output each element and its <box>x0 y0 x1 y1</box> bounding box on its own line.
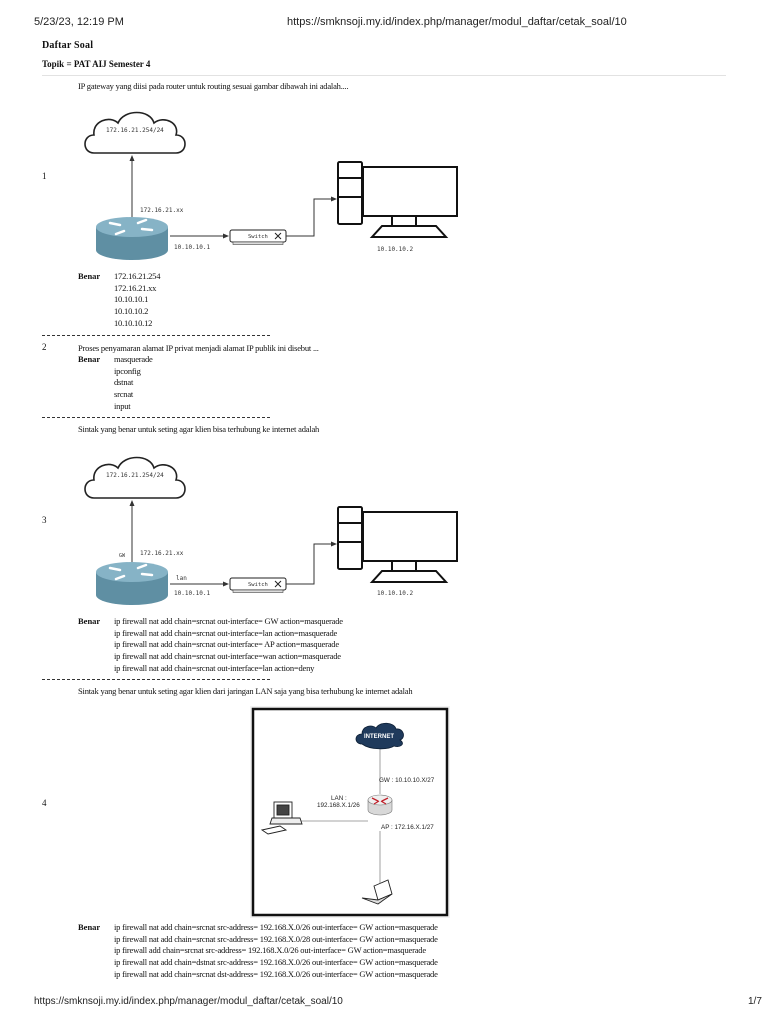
pc-ip-label: 10.10.10.2 <box>377 246 414 253</box>
arrow-right-icon <box>223 581 229 587</box>
arrow-right-icon <box>331 541 337 547</box>
arrow-right-icon <box>331 196 337 202</box>
laptop-icon <box>361 879 393 905</box>
cloud-icon <box>84 456 186 499</box>
pc-ip-label: 10.10.10.2 <box>377 590 414 597</box>
ap-label: AP : 172.16.X.1/27 <box>381 824 434 831</box>
arrow-up-icon <box>129 500 135 506</box>
lan-label-line1: LAN : <box>331 795 347 802</box>
arrow-right-icon <box>223 233 229 239</box>
header-divider <box>42 75 726 76</box>
answer-option: masquerade <box>114 354 153 364</box>
desktop-computer-icon <box>337 161 458 238</box>
answer-option: ip firewall nat add chain=srcnat out-int… <box>114 616 343 626</box>
cloud-label: 172.16.21.254/24 <box>106 472 164 479</box>
print-url-footer: https://smknsoji.my.id/index.php/manager… <box>34 996 343 1007</box>
document-title: Daftar Soal <box>42 40 94 51</box>
answer-option: ip firewall nat add chain=srcnat out-int… <box>114 651 341 662</box>
cloud-icon <box>84 111 186 154</box>
correct-label: Benar <box>78 616 101 626</box>
pc-link-line <box>286 198 333 237</box>
answer-option: ip firewall nat add chain=srcnat src-add… <box>114 933 438 944</box>
question-separator <box>42 679 270 680</box>
correct-label: Benar <box>78 271 101 281</box>
answer-option: ipconfig <box>114 365 141 376</box>
answer-option: dstnat <box>114 377 134 388</box>
page-number: 1/7 <box>748 996 762 1007</box>
question-separator <box>42 417 270 418</box>
print-url-header: https://smknsoji.my.id/index.php/manager… <box>287 16 627 28</box>
cloud-label: 172.16.21.254/24 <box>106 127 164 134</box>
question-number: 3 <box>42 515 47 525</box>
switch-label: Switch <box>248 582 268 588</box>
switch-icon <box>229 577 287 593</box>
question-separator <box>42 335 270 336</box>
answer-option: ip firewall nat add chain=dstnat src-add… <box>114 957 438 968</box>
question-number: 4 <box>42 798 47 808</box>
desktop-computer-icon <box>260 801 303 835</box>
internet-label: INTERNET <box>364 734 394 740</box>
answer-option: 10.10.10.1 <box>114 294 149 305</box>
router-icon <box>96 562 168 605</box>
switch-label: Switch <box>248 234 268 240</box>
network-diagram: 172.16.21.254/24 GW 172.16.21.xx lan 10.… <box>84 456 458 605</box>
arrow-up-icon <box>129 155 135 161</box>
answer-option: 10.10.10.2 <box>114 306 149 317</box>
question-text: IP gateway yang diisi pada router untuk … <box>78 81 349 91</box>
switch-icon <box>229 229 287 245</box>
wan-ip-label: 172.16.21.xx <box>140 550 184 557</box>
network-topology-diagram: INTERNET GW : 10.10.10.X/27 LAN : 192.16… <box>251 707 449 917</box>
answer-options: 172.16.21.254 172.16.21.xx 10.10.10.1 10… <box>114 271 160 330</box>
answer-option: ip firewall nat add chain=srcnat src-add… <box>114 922 438 932</box>
question-text: Proses penyamaran alamat IP privat menja… <box>78 343 319 353</box>
pc-link-line <box>286 543 333 585</box>
question-text: Sintak yang benar untuk seting agar klie… <box>78 424 320 434</box>
wan-interface-label: GW <box>119 553 126 559</box>
question-number: 2 <box>42 342 47 352</box>
internet-cloud-icon <box>355 722 404 750</box>
answer-option: 172.16.21.xx <box>114 282 157 293</box>
lan-label-line2: 192.168.X.1/26 <box>317 802 360 809</box>
question-number: 1 <box>42 171 47 181</box>
answer-option: ip firewall add chain=srcnat src-address… <box>114 945 426 956</box>
answer-options: ip firewall nat add chain=srcnat out-int… <box>114 616 343 675</box>
answer-option: 10.10.10.12 <box>114 317 153 328</box>
answer-options: masquerade ipconfig dstnat srcnat input <box>114 354 153 413</box>
print-datetime: 5/23/23, 12:19 PM <box>34 16 124 28</box>
question-text: Sintak yang benar untuk seting agar klie… <box>78 686 413 696</box>
correct-label: Benar <box>78 922 101 932</box>
lan-ip-label: 10.10.10.1 <box>174 244 211 251</box>
gw-label: GW : 10.10.10.X/27 <box>379 777 435 784</box>
network-topology-image: INTERNET GW : 10.10.10.X/27 LAN : 192.16… <box>250 706 450 918</box>
answer-option: ip firewall nat add chain=srcnat out-int… <box>114 639 339 650</box>
lan-ip-label: 10.10.10.1 <box>174 590 211 597</box>
correct-label: Benar <box>78 354 101 364</box>
answer-option: srcnat <box>114 389 134 400</box>
answer-option: ip firewall nat add chain=srcnat dst-add… <box>114 968 438 979</box>
router-icon <box>367 794 393 816</box>
lan-interface-label: lan <box>176 575 187 582</box>
document-topic: Topik = PAT AIJ Semester 4 <box>42 59 151 69</box>
answer-option: ip firewall nat add chain=srcnat out-int… <box>114 662 315 673</box>
answer-option: 172.16.21.254 <box>114 271 161 281</box>
answer-option: ip firewall nat add chain=srcnat out-int… <box>114 627 338 638</box>
answer-options: ip firewall nat add chain=srcnat src-add… <box>114 922 438 981</box>
network-diagram: 172.16.21.254/24 172.16.21.xx 10.10.10.1… <box>84 111 458 260</box>
desktop-computer-icon <box>337 506 458 583</box>
answer-option: input <box>114 400 131 411</box>
router-icon <box>96 217 168 260</box>
wan-ip-label: 172.16.21.xx <box>140 207 184 214</box>
